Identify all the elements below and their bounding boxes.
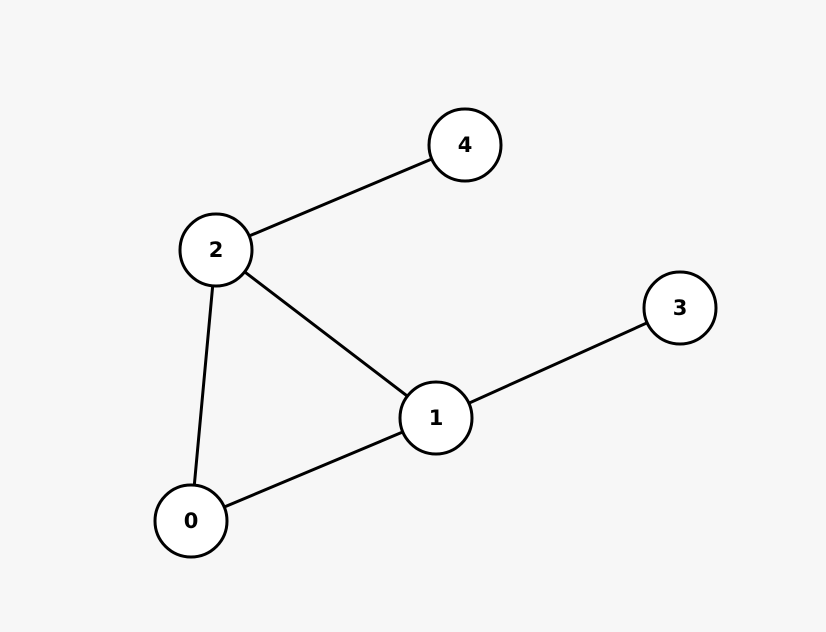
node-4: 4 [427,107,503,183]
node-label: 1 [429,406,444,430]
node-label: 3 [673,296,688,320]
node-circle [642,270,718,346]
node-circle [398,380,474,456]
node-label: 2 [209,238,224,262]
node-0: 0 [153,483,229,559]
node-2: 2 [178,212,254,288]
edge-2-4 [214,143,467,252]
node-1: 1 [398,380,474,456]
edge-2-1 [214,248,438,420]
node-3: 3 [642,270,718,346]
nodes-layer: 0 1 2 3 4 [153,107,718,559]
edge-1-0 [189,416,438,523]
edges-layer [189,143,682,523]
node-circle [427,107,503,183]
node-circle [153,483,229,559]
node-label: 0 [184,509,199,533]
edge-2-0 [189,248,218,523]
edge-1-3 [434,306,682,420]
node-label: 4 [458,133,473,157]
node-circle [178,212,254,288]
